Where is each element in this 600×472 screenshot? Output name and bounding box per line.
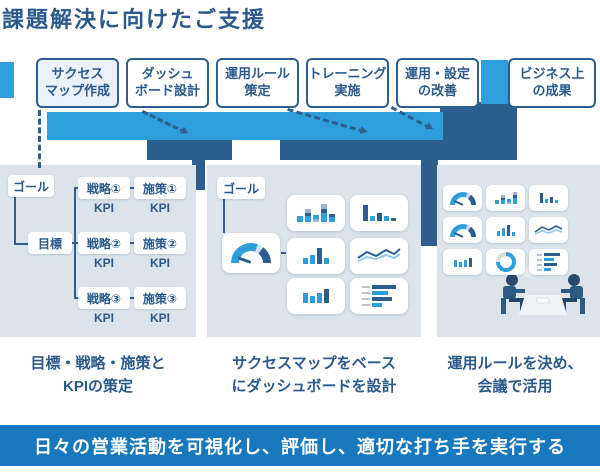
chart-card [287,238,345,274]
panel-dashboard: ゴール [207,165,421,337]
bar-chart-icon [496,224,515,236]
gauge-chart-icon [449,223,476,237]
step-label-line: サクセス [51,66,104,82]
bar-chart-icon [362,205,396,221]
page-title: 課題解決に向けたご支援 [2,7,267,32]
chart-card [486,217,525,243]
tree-line [223,199,225,233]
chart-card [287,195,345,231]
tree-line [129,297,135,299]
chart-card [287,278,345,314]
step-improvement: 運用・設定 の改善 [396,58,479,108]
tree-line [74,188,76,298]
chart-card [443,217,482,243]
donut-chart-icon [495,252,516,272]
chart-card [222,233,280,273]
bar-chart-icon [539,193,558,203]
connector-bar-left [147,138,232,160]
step-label-line: 運用ルール [224,66,290,82]
caption-line: KPIの策定 [62,378,133,396]
measure-node: 施策① [134,177,186,199]
kpi-label: KPI [93,256,114,270]
step-label-line: 実施 [334,83,361,98]
step-label-line: の改善 [417,83,457,98]
chart-card [486,185,525,211]
step-dashboard-design: ダッシュ ボード設計 [126,58,209,108]
step-business-results: ビジネス上 の成果 [508,58,596,108]
chart-card [486,249,525,275]
kpi-label: KPI [149,256,170,270]
kpi-label: KPI [93,201,114,215]
chart-card [350,238,408,274]
measure-node: 施策③ [134,287,186,309]
strategy-node: 戦略① [78,177,130,199]
step-label-line: マップ作成 [44,83,110,98]
gauge-chart-icon [449,191,476,205]
tree-line [74,297,78,299]
step-success-map: サクセス マップ作成 [36,58,119,108]
stacked-bar-chart-icon [297,204,335,222]
step-label-line: ビジネス上 [519,66,585,82]
step-label-line: 運用・設定 [404,66,470,82]
caption-operation: 運用ルールを決め、 会議で活用 [430,352,600,399]
caption-line: にダッシュボードを設計 [231,378,397,396]
caption-success-map: 目標・戦略・施策と KPIの策定 [0,352,196,399]
strategy-node: 戦略② [78,232,130,254]
strategy-node: 戦略③ [78,287,130,309]
chart-card [443,185,482,211]
kpi-label: KPI [149,201,170,215]
objective-node: 目標 [28,232,72,254]
flow-band-left [0,62,14,98]
panel-success-map: ゴール 目標 戦略① 施策① KPI KPI 戦略② 施策② KPI KPI 戦… [0,165,196,337]
step-label-line: 策定 [244,83,271,98]
goal-node: ゴール [8,175,54,197]
horizontal-bar-chart-icon [537,253,560,271]
gauge-chart-icon [231,243,271,263]
tree-line [74,187,78,189]
goal-node: ゴール [217,177,265,199]
chart-card [529,185,568,211]
line-chart-icon [357,248,401,262]
summary-bar: 日々の営業活動を可視化し、評価し、適切な打ち手を実行する [0,425,600,466]
step-label-line: ボード設計 [134,83,200,98]
panel-operation [437,165,600,337]
kpi-label: KPI [93,311,114,325]
tree-line [281,252,286,254]
connector-block [440,102,517,160]
measure-node: 施策② [134,232,186,254]
connector-bar-right [280,138,473,160]
stacked-bar-chart-icon [494,192,517,204]
chart-card [443,249,482,275]
caption-dashboard: サクセスマップをベース にダッシュボードを設計 [200,352,428,399]
caption-line: 目標・戦略・施策と [30,355,166,372]
step-training: トレーニング 実施 [306,58,389,108]
chart-card [529,217,568,243]
step-label-line: トレーニング [308,66,387,82]
chart-card [350,278,408,314]
tree-line [129,187,135,189]
step-operation-rules: 運用ルール 策定 [216,58,299,108]
tree-line [14,197,30,245]
summary-text: 日々の営業活動を可視化し、評価し、適切な打ち手を実行する [34,436,566,457]
step-label-line: ダッシュ [141,66,194,82]
meeting-illustration [501,267,585,315]
flow-band-segment [481,60,508,104]
cycle-band [47,112,443,140]
caption-line: 会議で活用 [477,378,553,396]
dashed-connector-vertical [38,110,41,168]
connector-leg-2 [421,158,438,246]
chart-card [529,249,568,275]
chart-card [350,195,408,231]
caption-line: サクセスマップをベース [232,355,396,372]
step-label-line: の成果 [532,83,572,98]
bar-chart-icon [453,257,472,267]
line-chart-icon [534,225,562,235]
tree-line [129,242,135,244]
bar-chart-icon [303,248,329,264]
bar-chart-icon [303,289,329,303]
horizontal-bar-chart-icon [362,285,396,307]
kpi-label: KPI [149,311,170,325]
caption-line: 運用ルールを決め、 [447,355,583,372]
